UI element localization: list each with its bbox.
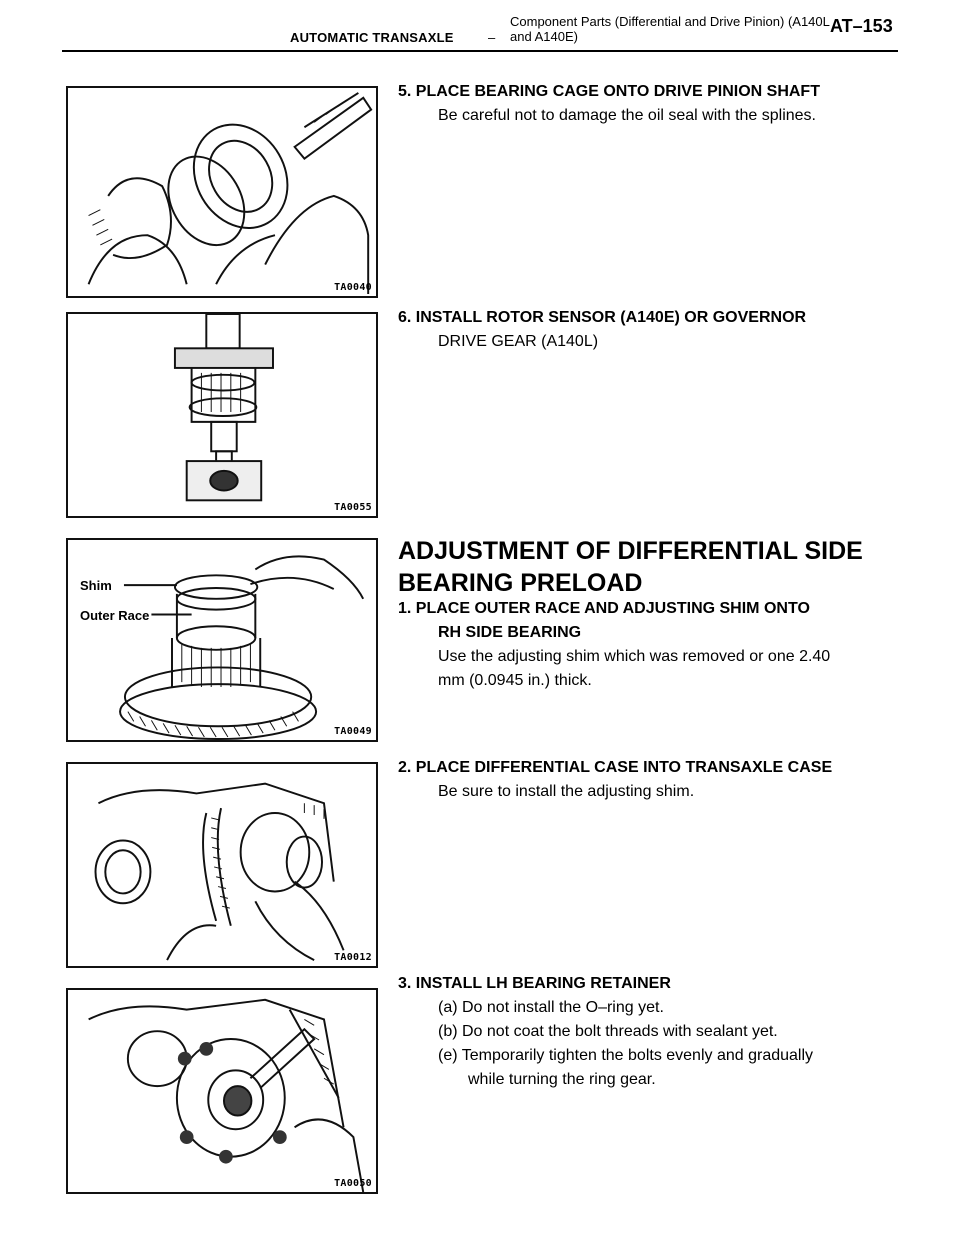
step-title: 2. PLACE DIFFERENTIAL CASE INTO TRANSAXL… — [398, 759, 833, 776]
outer-race-shim-illustration — [119, 555, 365, 740]
header-chapter-title: Component Parts (Differential and Drive … — [510, 14, 830, 44]
differential-case-illustration — [94, 782, 345, 961]
step-title: 5. PLACE BEARING CAGE ONTO DRIVE PINION … — [398, 83, 820, 100]
section-heading-line2: BEARING PRELOAD — [398, 569, 643, 597]
figure-code: TA0049 — [334, 726, 372, 737]
step-2: 2. PLACE DIFFERENTIAL CASE INTO TRANSAXL… — [398, 756, 878, 804]
figure-code: TA0012 — [334, 952, 372, 963]
substep-b: (b) Do not coat the bolt threads with se… — [438, 1023, 778, 1040]
step-description-continued: mm (0.0945 in.) thick. — [438, 672, 592, 689]
step-title: 1. PLACE OUTER RACE AND ADJUSTING SHIM O… — [398, 600, 810, 617]
step-title: 6. INSTALL ROTOR SENSOR (A140E) OR GOVER… — [398, 309, 807, 326]
header-rule — [62, 50, 898, 52]
step-title: 3. INSTALL LH BEARING RETAINER — [398, 975, 671, 992]
step-3: 3. INSTALL LH BEARING RETAINER (a) Do no… — [398, 972, 878, 1092]
step-description: Be sure to install the adjusting shim. — [438, 783, 695, 800]
step-description: Be careful not to damage the oil seal wi… — [438, 107, 816, 124]
bearing-cage-illustration — [87, 92, 373, 295]
step-6: 6. INSTALL ROTOR SENSOR (A140E) OR GOVER… — [398, 306, 878, 354]
callout-shim: Shim — [80, 578, 112, 593]
section-heading-line1: ADJUSTMENT OF DIFFERENTIAL SIDE — [398, 537, 863, 565]
drive-gear-press-illustration — [173, 314, 274, 502]
figure-code: TA0050 — [334, 1178, 372, 1189]
header-dash: – — [488, 30, 496, 45]
substep-e-continued: while turning the ring gear. — [468, 1071, 656, 1088]
callout-outer-race: Outer Race — [80, 608, 150, 623]
bearing-retainer-illustration — [88, 998, 365, 1192]
substep-a: (a) Do not install the O–ring yet. — [438, 999, 664, 1016]
step-title-continued: RH SIDE BEARING — [438, 624, 582, 641]
figure-code: TA0055 — [334, 502, 372, 513]
figure-bearing-cage: TA0040 — [66, 86, 378, 298]
step-description: Use the adjusting shim which was removed… — [438, 648, 831, 665]
step-title-continued: DRIVE GEAR (A140L) — [438, 333, 599, 350]
substep-e: (e) Temporarily tighten the bolts evenly… — [438, 1047, 814, 1064]
step-5: 5. PLACE BEARING CAGE ONTO DRIVE PINION … — [398, 80, 878, 128]
section-heading: ADJUSTMENT OF DIFFERENTIAL SIDE BEARING … — [398, 535, 898, 599]
figure-differential-case: TA0012 — [66, 762, 378, 968]
figure-drive-gear-press: TA0055 — [66, 312, 378, 518]
step-1: 1. PLACE OUTER RACE AND ADJUSTING SHIM O… — [398, 597, 878, 693]
header-section-title: AUTOMATIC TRANSAXLE — [290, 30, 454, 45]
figure-outer-race-shim: Shim Outer Race TA0049 — [66, 538, 378, 742]
figure-code: TA0040 — [334, 282, 372, 293]
figure-bearing-retainer: TA0050 — [66, 988, 378, 1194]
page-number: AT–153 — [830, 16, 893, 36]
